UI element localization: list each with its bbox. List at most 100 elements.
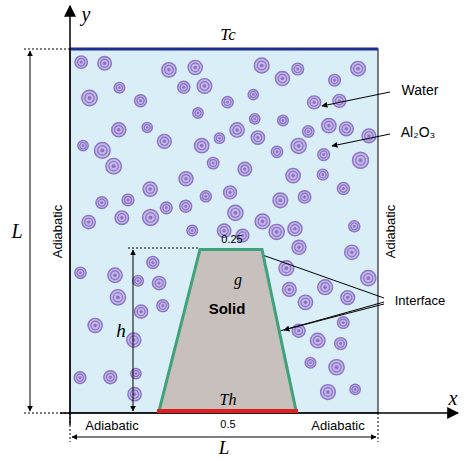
- nanoparticle: [341, 291, 355, 305]
- nanoparticle: [303, 126, 314, 137]
- nanoparticle: [187, 225, 198, 236]
- nanoparticle: [269, 224, 284, 239]
- trapezoid-shape: [157, 248, 298, 413]
- nanoparticle: [128, 388, 141, 401]
- axis-label: y: [82, 4, 91, 24]
- nanoparticle: [329, 360, 344, 375]
- nanoparticle: [322, 118, 336, 132]
- nanoparticle: [329, 74, 341, 86]
- dimension-label: L: [219, 438, 230, 457]
- nanoparticle: [335, 338, 347, 350]
- nanoparticle: [286, 168, 300, 182]
- material-label: Al₂O₃: [401, 125, 435, 139]
- dimension-line: [30, 51, 31, 411]
- nanoparticle: [298, 191, 310, 203]
- nanoparticle: [96, 197, 108, 209]
- extension-line: [128, 248, 200, 249]
- temperature-label: Th: [220, 392, 237, 408]
- nanoparticle: [350, 384, 360, 394]
- extension-line: [378, 413, 379, 442]
- nanoparticle: [282, 283, 296, 297]
- nanoparticle: [195, 138, 209, 152]
- nanoparticle: [147, 256, 159, 268]
- nanoparticle: [207, 157, 219, 169]
- nanoparticle: [339, 122, 353, 136]
- nanoparticle: [275, 72, 289, 86]
- nanoparticle: [278, 115, 289, 126]
- nanoparticle: [74, 372, 86, 384]
- nanoparticle: [131, 368, 141, 378]
- nanoparticle: [318, 149, 330, 161]
- nanoparticle: [110, 290, 125, 305]
- nanoparticle: [78, 140, 88, 150]
- nanoparticle: [273, 193, 288, 208]
- nanoparticle: [288, 222, 302, 236]
- nanoparticle: [317, 169, 328, 180]
- nanoparticle: [308, 96, 321, 109]
- nanoparticle: [114, 82, 125, 93]
- nanoparticle: [321, 385, 336, 400]
- temperature-label: Tc: [220, 26, 235, 43]
- nanoparticle: [75, 56, 87, 68]
- nanoparticle: [349, 221, 360, 232]
- nanoparticle: [178, 81, 190, 93]
- nanoparticle: [152, 276, 165, 289]
- nanoparticle: [310, 333, 325, 348]
- nanoparticle: [162, 63, 176, 77]
- nanoparticle: [298, 295, 312, 309]
- boundary-label: Adiabatic: [85, 419, 138, 432]
- nanoparticle: [291, 138, 306, 153]
- nanoparticle: [318, 280, 333, 295]
- dimension-value: 0.5: [220, 419, 235, 430]
- nanoparticle: [75, 267, 86, 278]
- solid-block: Solid: [157, 248, 298, 413]
- nanoparticle: [222, 97, 233, 108]
- nanoparticle: [214, 133, 224, 143]
- nanoparticle: [248, 89, 258, 99]
- nanoparticle: [254, 58, 269, 73]
- extension-line: [24, 49, 70, 50]
- material-label: Water: [402, 83, 439, 97]
- node-label: Solid: [209, 301, 246, 316]
- nanoparticle: [305, 357, 316, 368]
- nanoparticle: [353, 152, 369, 168]
- nanoparticle: [251, 131, 264, 144]
- leader-line: [332, 134, 390, 146]
- nanoparticle: [122, 194, 134, 206]
- nanoparticle: [362, 129, 376, 143]
- gravity-label: g: [234, 272, 242, 288]
- nanoparticle: [250, 114, 260, 124]
- extension-line: [24, 413, 70, 414]
- nanoparticle: [143, 209, 159, 225]
- nanoparticle: [230, 123, 244, 137]
- nanoparticle: [200, 191, 211, 202]
- interface-outline: [159, 250, 297, 414]
- nanoparticle: [143, 182, 157, 196]
- leader-line: [322, 92, 390, 106]
- nanoparticle: [104, 371, 117, 384]
- nanoparticle: [108, 268, 122, 282]
- leader-line: [254, 252, 384, 298]
- dimension-line: [133, 250, 134, 411]
- cold-wall: [70, 48, 378, 51]
- boundary-label: Adiabatic: [384, 204, 397, 257]
- nanoparticle: [337, 317, 349, 329]
- nanoparticle: [112, 123, 126, 137]
- nanoparticle: [255, 214, 270, 229]
- nanoparticle: [88, 318, 102, 332]
- nanoparticle: [345, 245, 359, 259]
- dimension-label: L: [11, 221, 22, 241]
- nanoparticle: [157, 134, 171, 148]
- y-axis: [69, 6, 71, 425]
- nanoparticle: [361, 271, 376, 286]
- nanoparticle: [115, 211, 129, 225]
- nanoparticle: [160, 202, 172, 214]
- dimension-label: h: [116, 321, 126, 340]
- nanoparticle: [179, 172, 193, 186]
- nanoparticle: [193, 108, 203, 118]
- nanoparticle: [133, 275, 144, 286]
- nanoparticle: [127, 333, 141, 347]
- nanoparticle: [271, 146, 282, 157]
- nanoparticle: [135, 95, 147, 107]
